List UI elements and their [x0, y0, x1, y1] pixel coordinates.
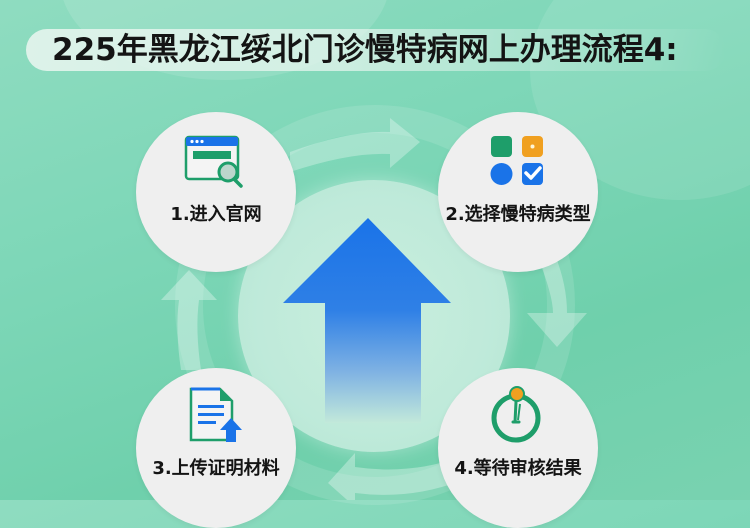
document-upload-icon: [189, 387, 242, 442]
up-arrow-icon: [283, 218, 451, 423]
step-label: 4.等待审核结果: [454, 458, 582, 479]
step-label: 1.进入官网: [170, 204, 262, 225]
category-grid-check-icon: [490, 136, 543, 185]
browser-search-icon: [184, 135, 243, 188]
step-label: 2.选择慢特病类型: [445, 204, 591, 225]
page-title: 225年黑龙江绥北门诊慢特病网上办理流程4:: [52, 32, 678, 68]
timer-icon: [491, 386, 541, 443]
step-label: 3.上传证明材料: [152, 458, 280, 479]
step-3-upload-documents: 3.上传证明材料: [136, 368, 296, 528]
title-banner: [26, 29, 726, 71]
step-4-await-review: 4.等待审核结果: [438, 368, 598, 528]
arrow-up-icon: [161, 270, 217, 370]
step-1-enter-website: 1.进入官网: [136, 112, 296, 272]
arrow-right-icon: [290, 118, 420, 172]
step-2-select-disease-type: 2.选择慢特病类型: [438, 112, 598, 272]
arrow-left-icon: [328, 453, 460, 500]
arrow-down-icon: [527, 255, 587, 347]
